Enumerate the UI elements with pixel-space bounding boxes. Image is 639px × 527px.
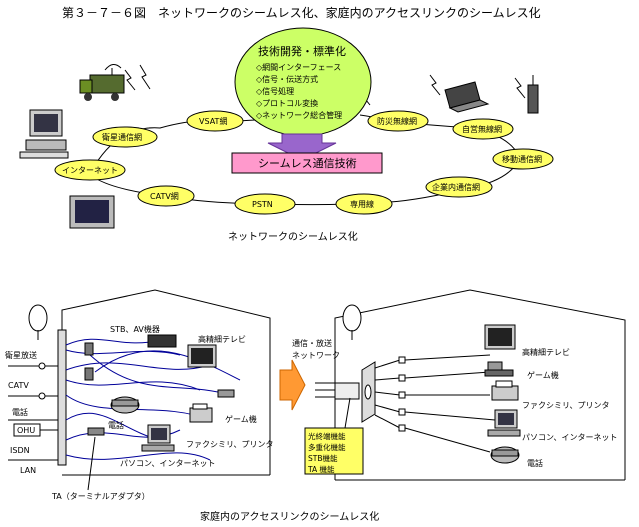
- radio-wave-icon: [514, 77, 526, 99]
- home-gateway: [334, 361, 376, 423]
- phone-label: 電話: [108, 420, 124, 430]
- ohu-box: OHU: [13, 423, 41, 437]
- input-label: LAN: [20, 466, 36, 475]
- game-label: ゲーム機: [225, 414, 257, 424]
- input-lines: [8, 362, 58, 461]
- phone-icon: [110, 396, 140, 414]
- pc-label: パソコン、インターネット: [120, 459, 216, 468]
- tech-bubble-title: 技術開発・標準化: [258, 44, 346, 58]
- input-label: 電話: [12, 407, 28, 417]
- feature-item: 光終端機能: [308, 431, 346, 441]
- network-label: 通信・放送: [292, 338, 332, 348]
- network-node-mobile: 移動通信網: [492, 148, 554, 170]
- svg-text:衛星通信網: 衛星通信網: [102, 132, 142, 142]
- ta-pointer: [87, 436, 96, 491]
- seamless-tech-label: シームレス通信技術: [258, 157, 357, 170]
- stb-label: STB、AV機器: [110, 324, 160, 334]
- seamless-tech-box: シームレス通信技術: [231, 152, 383, 174]
- svg-text:OHU: OHU: [17, 426, 35, 435]
- laptop-icon: [444, 81, 490, 113]
- pc-icon: [487, 409, 521, 437]
- svg-text:専用線: 専用線: [350, 199, 374, 209]
- right-arrow-icon: [279, 359, 306, 411]
- tech-bubble-item: ◇プロトコル変換: [256, 98, 318, 108]
- svg-text:インターネット: インターネット: [62, 166, 118, 175]
- phone-label: 電話: [527, 458, 543, 468]
- wall-panel: [57, 329, 67, 466]
- radio-wave-icon: [429, 74, 441, 96]
- svg-text:CATV網: CATV網: [150, 191, 179, 201]
- ta-label: TA（ターミナルアダプタ）: [51, 491, 150, 501]
- terminal-adapter: [87, 427, 105, 436]
- input-label: ISDN: [10, 446, 30, 455]
- input-label: 衛星放送: [5, 350, 37, 360]
- network-node-satellite: 衛星通信網: [92, 126, 158, 148]
- right-house: [334, 289, 626, 481]
- computer-icon: [19, 109, 69, 159]
- tech-bubble-item: ◇ネットワーク総合管理: [256, 110, 342, 120]
- game-console-icon: [217, 389, 235, 398]
- television-icon: [69, 195, 115, 229]
- tech-bubble: 技術開発・標準化 ◇網間インターフェース ◇信号・伝送方式 ◇信号処理 ◇プロト…: [234, 27, 372, 137]
- top-caption: ネットワークのシームレス化: [228, 230, 358, 243]
- tech-bubble-item: ◇信号・伝送方式: [256, 74, 318, 84]
- satellite-truck-icon: [79, 64, 151, 101]
- hdtv-icon: [484, 324, 516, 350]
- bottom-caption: 家庭内のアクセスリンクのシームレス化: [200, 510, 379, 523]
- input-label: CATV: [8, 381, 29, 390]
- network-node-leased: 専用線: [335, 193, 393, 215]
- network-node-pstn: PSTN: [234, 193, 296, 215]
- svg-text:企業内通信網: 企業内通信網: [432, 182, 480, 192]
- feature-item: TA 機能: [307, 464, 335, 474]
- network-inputs: [315, 382, 336, 398]
- satellite-dish-icon: [28, 304, 48, 340]
- fax-icon: [189, 403, 213, 423]
- satellite-dish-icon: [342, 304, 362, 340]
- splitter-box: [84, 367, 94, 381]
- fax-icon: [491, 380, 519, 401]
- figure-title: 第３－７－６図 ネットワークのシームレス化、家庭内のアクセスリンクのシームレス化: [62, 5, 541, 20]
- splitter-box: [84, 342, 94, 356]
- network-node-vsat: VSAT網: [186, 110, 244, 132]
- svg-text:VSAT網: VSAT網: [199, 116, 227, 126]
- down-arrow-icon: [267, 133, 337, 161]
- phone-icon: [490, 446, 520, 464]
- fax-label: ファクシミリ、プリンタ: [522, 401, 610, 410]
- hdtv-icon: [187, 344, 217, 368]
- hdtv-label: 高精細テレビ: [522, 347, 570, 357]
- game-console-icon: [484, 361, 514, 377]
- feature-item: 多重化機能: [308, 442, 346, 452]
- svg-text:自営無線網: 自営無線網: [462, 124, 502, 134]
- pc-label: パソコン、インターネット: [522, 433, 618, 442]
- feature-item: STB機能: [308, 453, 338, 463]
- network-node-private-radio: 自営無線網: [452, 118, 514, 140]
- fax-label: ファクシミリ、プリンタ: [186, 440, 274, 449]
- svg-text:移動通信網: 移動通信網: [502, 154, 542, 164]
- network-node-catv: CATV網: [137, 185, 195, 207]
- left-house: [61, 289, 271, 476]
- outlet-boxes: [398, 356, 406, 432]
- distribution-lines: [374, 354, 496, 453]
- network-label: ネットワーク: [292, 351, 340, 360]
- gateway-feature-box: 光終端機能 多重化機能 STB機能 TA 機能: [304, 397, 364, 475]
- network-node-internet: インターネット: [54, 159, 126, 181]
- pc-icon: [141, 424, 175, 452]
- stb-icon: [147, 334, 177, 348]
- hdtv-label: 高精細テレビ: [198, 334, 246, 344]
- tech-bubble-item: ◇信号処理: [256, 86, 294, 96]
- mobile-phone-icon: [527, 75, 539, 114]
- svg-text:PSTN: PSTN: [252, 200, 273, 209]
- svg-text:防災無線網: 防災無線網: [377, 116, 417, 126]
- game-label: ゲーム機: [527, 370, 559, 380]
- network-node-enterprise: 企業内通信網: [425, 176, 493, 198]
- tech-bubble-item: ◇網間インターフェース: [256, 62, 341, 72]
- network-node-disaster: 防災無線網: [367, 110, 429, 132]
